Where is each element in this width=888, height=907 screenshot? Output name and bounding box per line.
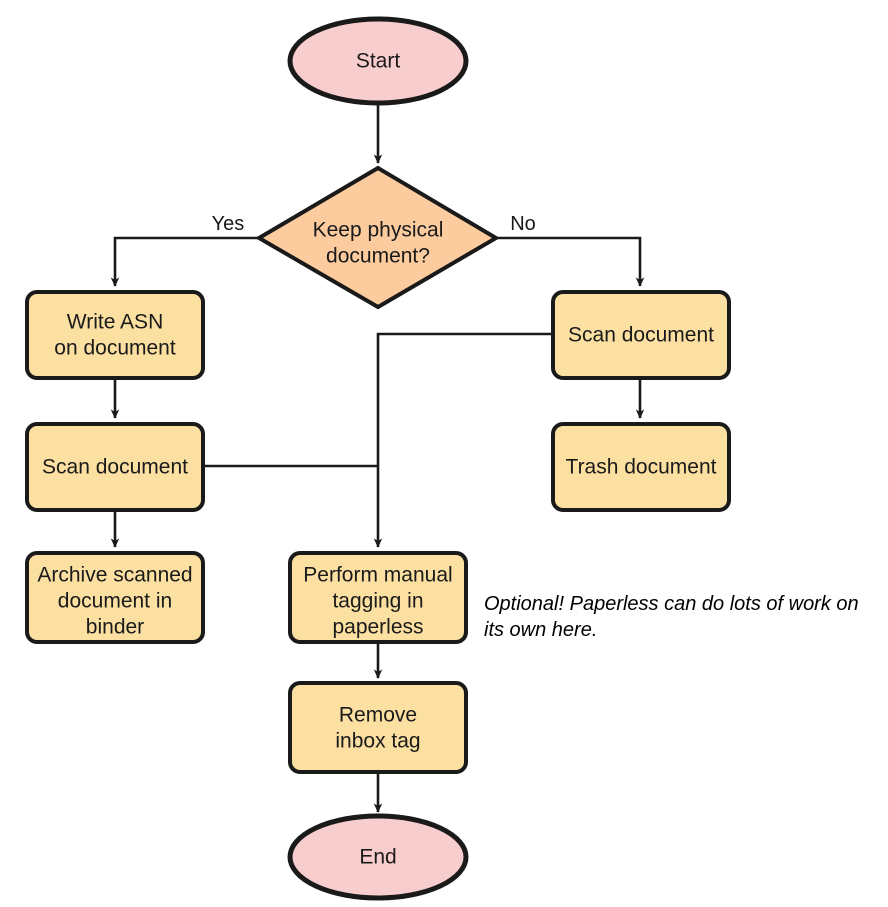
start-label: Start — [356, 50, 401, 73]
scan-document-left-label: Scan document — [42, 456, 188, 479]
node-scan-document-right[interactable]: Scan document — [551, 290, 731, 380]
node-write-asn[interactable]: Write ASN on document — [25, 290, 205, 380]
edge-layer — [110, 99, 645, 813]
trash-document-box[interactable] — [551, 422, 731, 512]
remove-inbox-tag-box[interactable] — [288, 681, 468, 774]
edge-label-no: No — [510, 213, 536, 235]
archive-label-line2: document in — [58, 590, 172, 613]
end-ellipse[interactable] — [287, 813, 469, 901]
write-asn-label-line2: on document — [54, 337, 176, 360]
node-scan-document-left[interactable]: Scan document — [25, 422, 205, 512]
end-label: End — [359, 846, 396, 869]
decision-label-line1: Keep physical — [313, 219, 444, 242]
scan-document-right-box[interactable] — [551, 290, 731, 380]
start-ellipse[interactable] — [287, 16, 469, 106]
remove-inbox-label-line2: inbox tag — [335, 730, 420, 753]
decision-label-line2: document? — [326, 245, 430, 268]
manual-tagging-label-line2: tagging in — [332, 590, 423, 613]
annotation-optional-note: Optional! Paperless can do lots of work … — [484, 593, 859, 641]
write-asn-label-line1: Write ASN — [67, 311, 163, 334]
node-start[interactable]: Start — [287, 16, 469, 106]
decision-diamond[interactable] — [255, 165, 500, 310]
archive-box[interactable] — [25, 551, 205, 644]
node-perform-manual-tagging[interactable]: Perform manual tagging in paperless — [288, 551, 468, 644]
remove-inbox-label-line1: Remove — [339, 704, 417, 727]
edge-scan-right-to-manual-tagging — [373, 332, 552, 548]
archive-label-line1: Archive scanned — [37, 564, 192, 587]
optional-note-line2: its own here. — [484, 619, 597, 641]
trash-document-label: Trash document — [566, 456, 717, 479]
edge-decision-yes-to-write-asn — [110, 236, 258, 287]
edge-label-yes: Yes — [212, 213, 245, 235]
node-archive-scanned-document[interactable]: Archive scanned document in binder — [25, 551, 205, 644]
edge-decision-no-to-scan-right — [496, 236, 645, 287]
node-decision-keep-physical-document[interactable]: Keep physical document? — [255, 165, 500, 310]
manual-tagging-label-line3: paperless — [332, 616, 423, 639]
scan-document-right-label: Scan document — [568, 324, 714, 347]
manual-tagging-label-line1: Perform manual — [303, 564, 452, 587]
node-end[interactable]: End — [287, 813, 469, 901]
node-remove-inbox-tag[interactable]: Remove inbox tag — [288, 681, 468, 774]
optional-note-line1: Optional! Paperless can do lots of work … — [484, 593, 859, 615]
manual-tagging-box[interactable] — [288, 551, 468, 644]
archive-label-line3: binder — [86, 616, 144, 639]
scan-document-left-box[interactable] — [25, 422, 205, 512]
node-trash-document[interactable]: Trash document — [551, 422, 731, 512]
write-asn-box[interactable] — [25, 290, 205, 380]
